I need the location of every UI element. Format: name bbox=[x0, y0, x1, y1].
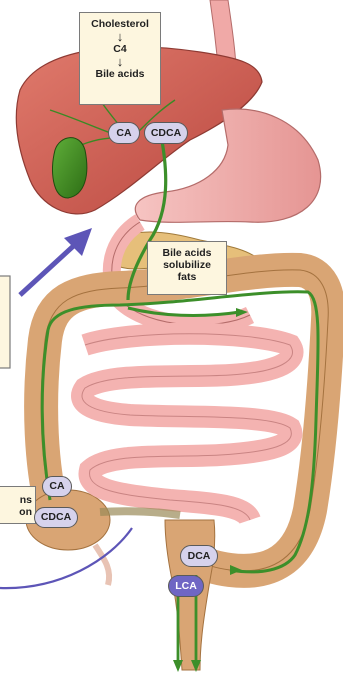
down-arrow-icon: ↓ bbox=[80, 30, 160, 43]
bile-acids-label: Bile acids bbox=[80, 68, 160, 80]
left-partial-box-1 bbox=[0, 276, 10, 368]
down-arrow-icon: ↓ bbox=[80, 55, 160, 68]
partial-line1: ns bbox=[0, 494, 32, 506]
appendix bbox=[95, 545, 109, 585]
cdca-liver-pill: CDCA bbox=[144, 122, 188, 144]
bile-synthesis-box: Cholesterol ↓ C4 ↓ Bile acids bbox=[79, 12, 161, 105]
note-line2: solubilize bbox=[148, 259, 226, 271]
solubilize-fats-box: Bile acids solubilize fats bbox=[147, 241, 227, 295]
ca-colon-pill: CA bbox=[42, 476, 72, 497]
note-line3: fats bbox=[148, 271, 226, 283]
partial-line2: on bbox=[0, 506, 32, 518]
note-line1: Bile acids bbox=[148, 247, 226, 259]
dca-pill: DCA bbox=[180, 545, 218, 567]
cdca-colon-pill: CDCA bbox=[34, 507, 78, 528]
lca-pill: LCA bbox=[168, 575, 204, 597]
left-partial-box-2: ns on bbox=[0, 486, 36, 524]
gallbladder bbox=[53, 138, 87, 198]
colon-transit bbox=[100, 511, 180, 515]
ca-liver-pill: CA bbox=[108, 122, 140, 144]
